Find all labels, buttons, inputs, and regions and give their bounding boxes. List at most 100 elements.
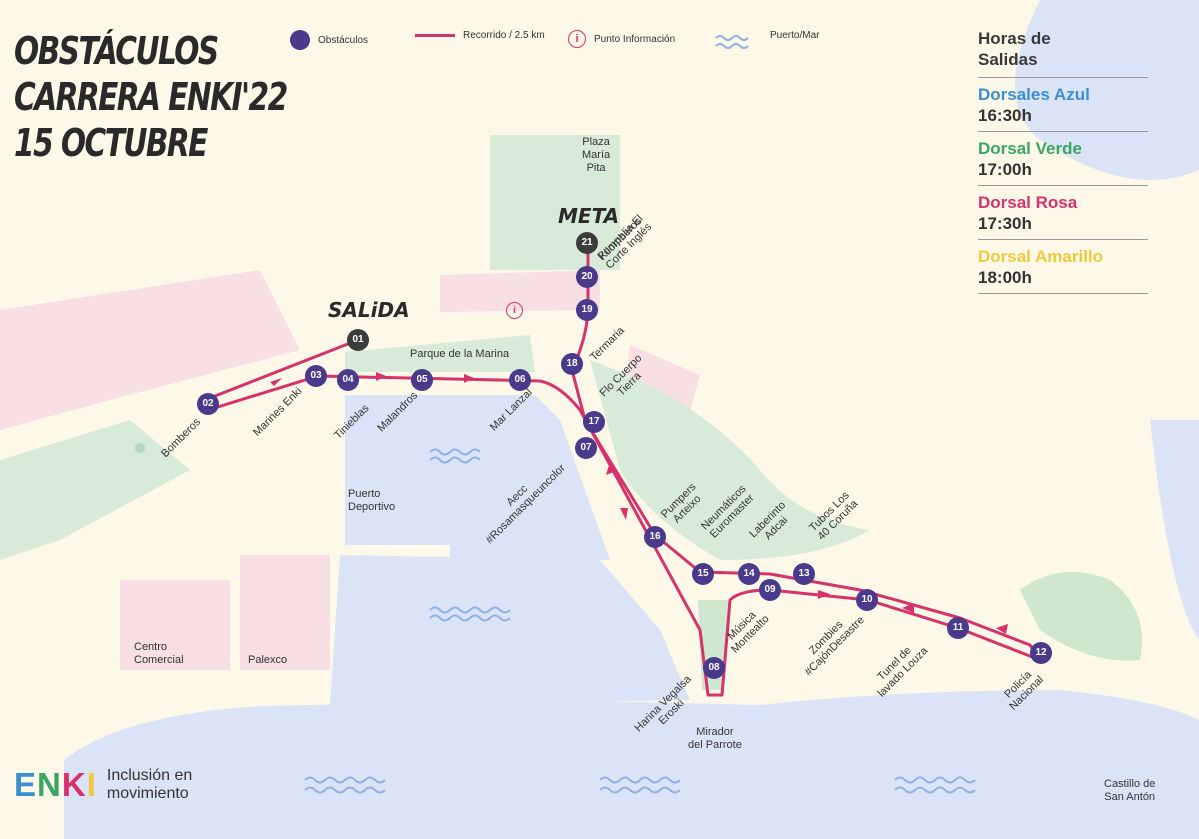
schedule-row-time: 18:00h [978, 268, 1032, 287]
obstacle-marker: 10 [856, 589, 878, 611]
urban-area [240, 555, 330, 670]
obstacle-marker: 06 [509, 369, 531, 391]
place-label-line: Castillo de [1104, 778, 1156, 790]
info-icon: i [568, 30, 586, 48]
obstacle-marker: 19 [576, 299, 598, 321]
place-label-line: Puerto [348, 488, 381, 500]
schedule-row: Dorsal Amarillo 18:00h [978, 240, 1148, 294]
obstacle-marker: 05 [411, 369, 433, 391]
obstacle-marker: 09 [759, 579, 781, 601]
port-basin [345, 395, 610, 560]
legend-info-label: Punto Información [594, 33, 676, 45]
brand-block: ENKI Inclusión en movimiento [14, 766, 192, 804]
schedule-row-name: Dorsal Verde [978, 139, 1082, 158]
obstacle-marker: 12 [1030, 642, 1052, 664]
legend-water-label: Puerto/Mar [770, 30, 820, 41]
sea-area [64, 690, 1199, 839]
place-label-line: Deportivo [348, 501, 396, 513]
obstacle-marker: 15 [692, 563, 714, 585]
place-label-line: Pita [586, 162, 606, 174]
obstacle-marker: 04 [337, 369, 359, 391]
park-area [345, 335, 535, 372]
route-arrows [270, 372, 1008, 634]
legend-route-label: Recorrido / 2.5 km [463, 30, 545, 41]
obstacle-marker: 07 [575, 437, 597, 459]
place-label-line: Centro [134, 641, 168, 653]
wave-symbol [304, 448, 976, 794]
departure-schedule: Horas de Salidas Dorsales Azul 16:30h Do… [978, 28, 1148, 294]
obstacle-marker: 17 [583, 411, 605, 433]
schedule-heading-line: Horas de [978, 29, 1051, 48]
obstacle-marker: 02 [197, 393, 219, 415]
brand-tagline-line: movimiento [106, 785, 189, 802]
legend-wave-icon [715, 35, 749, 49]
finish-label: META [558, 204, 620, 228]
page-title: OBSTÁCULOS CARRERA ENKI'22 15 OCTUBRE [14, 28, 288, 166]
legend-water: Puerto/Mar [770, 30, 819, 41]
schedule-row: Dorsales Azul 16:30h [978, 78, 1148, 132]
obstacle-marker: 18 [561, 353, 583, 375]
urban-area [440, 270, 600, 312]
obstacle-marker: 11 [947, 617, 969, 639]
port-basin-south [330, 555, 690, 705]
place-park: Parque de la Marina [410, 348, 510, 360]
urban-area [0, 270, 300, 430]
urban-area [120, 580, 230, 670]
obstacle-marker: 13 [793, 563, 815, 585]
obstacle-marker: 08 [703, 657, 725, 679]
schedule-row-time: 17:00h [978, 160, 1032, 179]
start-label: SALiDA [328, 298, 410, 322]
brand-tagline: Inclusión en movimiento [107, 767, 192, 803]
legend-obstacles-label: Obstáculos [318, 34, 369, 46]
schedule-heading-line: Salidas [978, 50, 1038, 69]
title-line: 15 OCTUBRE [14, 121, 208, 165]
legend-info: i Punto Información [568, 30, 675, 48]
legend-route: Recorrido / 2.5 km [415, 30, 545, 41]
place-label-line: Comercial [134, 654, 184, 666]
legend-obstacles: Obstáculos [290, 30, 368, 50]
place-port: Puerto Deportivo [348, 488, 395, 514]
brand-tagline-line: Inclusión en [106, 767, 193, 784]
place-palexco: Palexco [248, 654, 288, 666]
place-label-line: María [582, 149, 611, 161]
obstacle-marker: 01 [347, 329, 369, 351]
schedule-row: Dorsal Verde 17:00h [978, 132, 1148, 186]
schedule-row-time: 17:30h [978, 214, 1032, 233]
title-line: CARRERA ENKI'22 [14, 75, 288, 119]
title-line: OBSTÁCULOS [14, 29, 219, 73]
place-castillo: Castillo de San Antón [1104, 778, 1155, 804]
obstacle-dot-icon [290, 30, 310, 50]
obstacle-marker: 21 [576, 232, 598, 254]
green-area [590, 360, 870, 560]
brand-logo-letter: E [14, 766, 38, 803]
route-line-icon [415, 34, 455, 37]
place-label-line: del Parrote [688, 739, 742, 751]
brand-logo-letter: I [86, 766, 97, 803]
schedule-row-name: Dorsal Amarillo [978, 247, 1104, 266]
schedule-row-name: Dorsales Azul [978, 85, 1090, 104]
place-mall: Centro Comercial [134, 641, 184, 667]
info-point-icon: i [506, 302, 523, 319]
obstacle-marker: 14 [738, 563, 760, 585]
schedule-heading: Horas de Salidas [978, 28, 1148, 78]
schedule-row: Dorsal Rosa 17:30h [978, 186, 1148, 240]
brand-logo: ENKI [14, 766, 97, 804]
obstacle-marker: 20 [576, 266, 598, 288]
sea-area-east [1015, 0, 1199, 180]
obstacle-marker: 16 [644, 526, 666, 548]
brand-logo-letter: K [61, 766, 87, 803]
schedule-row-time: 16:30h [978, 106, 1032, 125]
sea-area-east-lower [1150, 420, 1199, 640]
obstacle-marker: 03 [305, 365, 327, 387]
green-area [1020, 572, 1142, 661]
green-area [0, 420, 190, 560]
schedule-row-name: Dorsal Rosa [978, 193, 1078, 212]
place-mirador: Mirador del Parrote [688, 726, 742, 752]
place-label-line: Plaza [582, 136, 610, 148]
place-label-line: Mirador [696, 726, 734, 738]
brand-logo-letter: N [37, 766, 62, 803]
place-label-line: San Antón [1104, 791, 1156, 803]
place-plaza: Plaza María Pita [582, 136, 610, 175]
small-marker [135, 443, 145, 453]
